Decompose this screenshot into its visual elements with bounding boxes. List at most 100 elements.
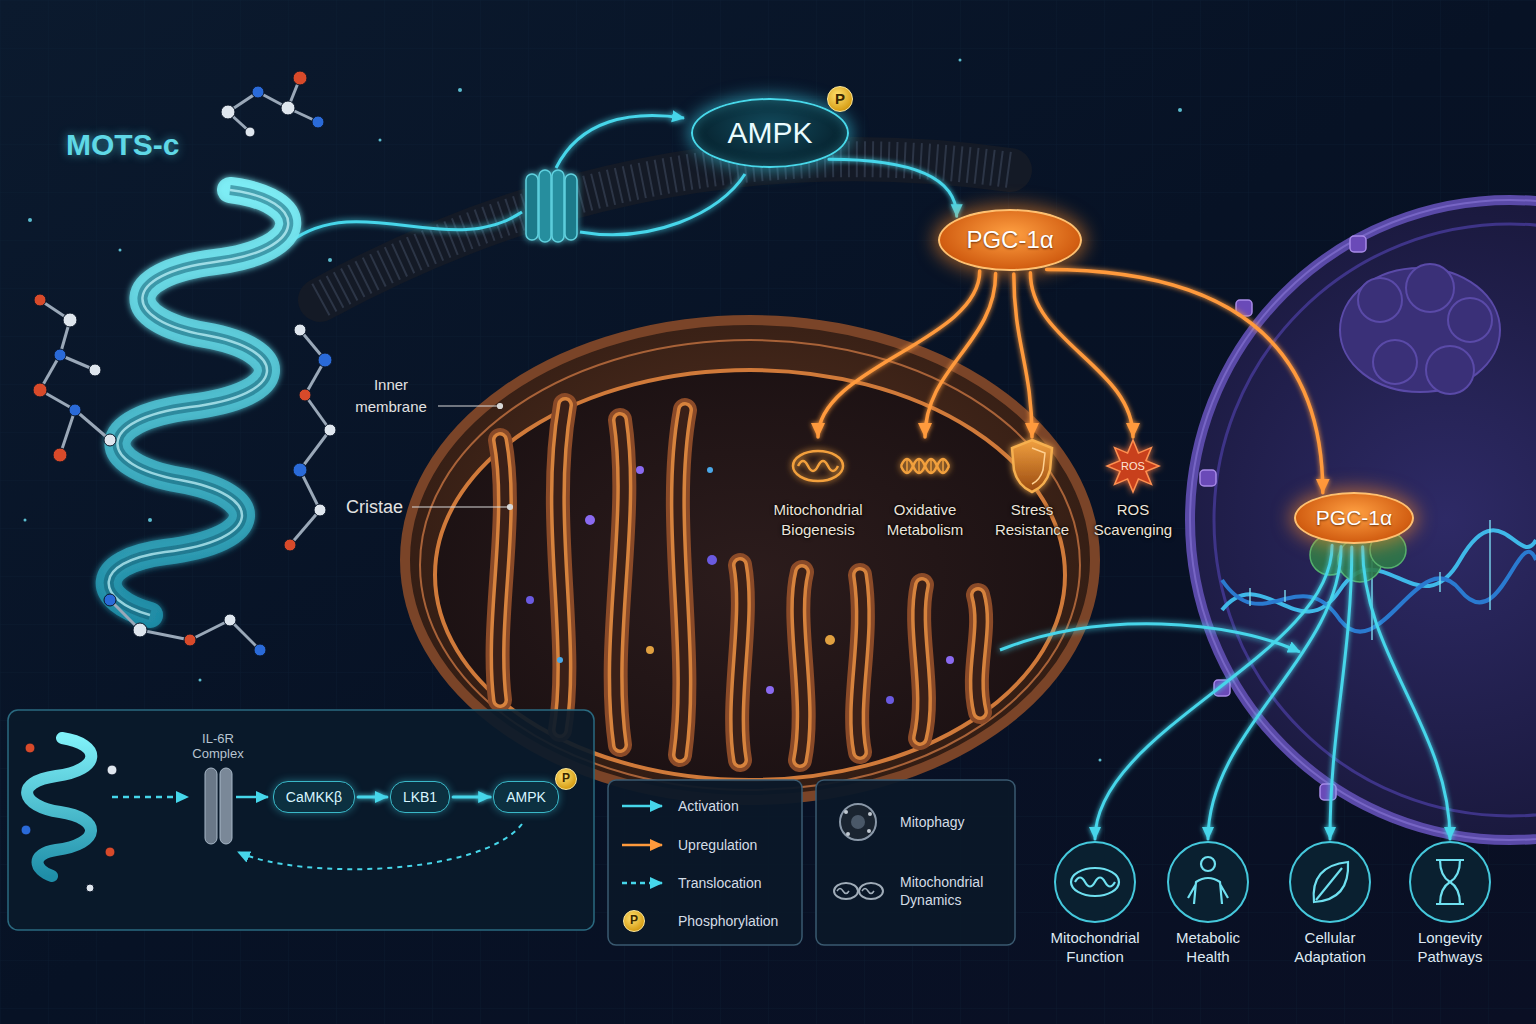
nucleolus — [1406, 264, 1454, 312]
effect-icon — [798, 461, 838, 471]
inset-panel — [105, 847, 115, 857]
nucleolus — [1426, 346, 1474, 394]
molecule-model — [133, 623, 147, 637]
molecule-model — [190, 620, 230, 640]
matrix-particles — [526, 596, 534, 604]
node-text: PGC-1α — [966, 226, 1053, 254]
molecule-model — [33, 71, 336, 656]
cell-membrane — [320, 159, 1010, 300]
molecule-model — [104, 434, 116, 446]
cristae — [558, 405, 565, 730]
molecule-model — [290, 510, 320, 545]
nucleolus — [1358, 278, 1402, 322]
sparkle — [28, 218, 32, 222]
legend-box — [868, 812, 872, 816]
node-text: ROS Scavenging — [1081, 500, 1185, 540]
phospho-badge: P — [827, 86, 853, 112]
cristae — [857, 575, 863, 752]
matrix-particles — [585, 515, 595, 525]
molecule-model — [299, 389, 311, 401]
cristae — [919, 585, 924, 738]
molecule-model — [33, 383, 47, 397]
cristae — [857, 575, 863, 752]
molecule-model — [33, 71, 336, 656]
signal-arrow — [925, 273, 996, 437]
effect-node: Mitochondrial Biogenesis — [766, 440, 870, 540]
cristae — [498, 440, 505, 700]
inset-panel — [25, 743, 35, 753]
phospho-badge: P — [623, 910, 645, 932]
sparkle — [1099, 759, 1102, 762]
cristae — [857, 575, 863, 752]
molecule-model — [140, 630, 190, 640]
legend-box — [816, 780, 1015, 945]
inset-panel — [220, 768, 232, 844]
nucleus — [1190, 200, 1536, 840]
outcome-icon — [1316, 868, 1342, 900]
kinase-node: AMPK — [691, 98, 848, 168]
cristae — [977, 595, 981, 712]
signal-arrow — [453, 796, 490, 799]
cristae — [616, 420, 625, 745]
nucleus — [1350, 236, 1366, 252]
cristae — [616, 420, 625, 745]
receptor — [526, 170, 577, 242]
molecule-model — [53, 448, 67, 462]
inset-panel — [21, 825, 31, 835]
inset-panel — [8, 710, 594, 930]
molecule-model — [254, 644, 266, 656]
leader-line — [498, 404, 503, 409]
inset-panel — [238, 824, 522, 869]
cristae — [498, 440, 505, 700]
molecule-model — [69, 404, 81, 416]
signal-arrow — [818, 271, 980, 437]
molecule-model — [224, 614, 236, 626]
signal-arrow — [1208, 546, 1341, 839]
connector-group — [358, 159, 1450, 839]
signal-arrow — [1030, 273, 1133, 437]
node-text: CaMKKβ — [286, 789, 342, 805]
node-text: AMPK — [727, 116, 812, 150]
coactivator-node: PGC-1α — [938, 209, 1081, 271]
effect-icon — [907, 459, 943, 473]
outcome-icon — [1071, 868, 1119, 896]
cristae — [798, 572, 803, 760]
signal-arrow — [1363, 547, 1450, 839]
effect-node: Stress Resistance — [980, 440, 1084, 540]
effect-icon — [918, 459, 920, 473]
effect-icon — [906, 459, 908, 473]
legend-text: Phosphorylation — [678, 912, 778, 930]
receptor — [526, 174, 538, 240]
structure-label: Cristae — [346, 495, 403, 519]
sparkle — [24, 59, 1183, 762]
matrix-particles — [707, 467, 713, 473]
signal-arrow — [290, 212, 522, 242]
legend-box — [844, 810, 848, 814]
icon-text: ROS — [1081, 459, 1185, 473]
outcome-node: Longevity Pathways — [1395, 842, 1505, 966]
effect-node: ROS ROS Scavenging — [1081, 440, 1185, 540]
nucleolus — [1373, 340, 1417, 384]
effect-icon — [1012, 440, 1052, 492]
node-text: Stress Resistance — [980, 500, 1084, 540]
peptide-name: MOTS-c — [66, 128, 179, 162]
inset-panel — [205, 768, 217, 844]
inset-panel — [107, 765, 117, 775]
nucleus — [1320, 784, 1336, 800]
node-text: Longevity Pathways — [1395, 928, 1505, 966]
cristae — [919, 585, 924, 738]
kinase-box: AMPK — [493, 781, 559, 813]
node-text: Mitochondrial Biogenesis — [766, 500, 870, 540]
outcome-node: Mitochondrial Function — [1040, 842, 1150, 966]
outcome-icon — [1290, 842, 1370, 922]
molecule-model — [312, 116, 324, 128]
matrix-particles — [526, 466, 954, 704]
matrix-particles — [557, 657, 563, 663]
signal-arrow — [1014, 274, 1032, 437]
cristae — [558, 405, 565, 730]
molecule-model — [324, 424, 336, 436]
matrix-particles — [825, 635, 835, 645]
effect-icon — [901, 459, 949, 473]
